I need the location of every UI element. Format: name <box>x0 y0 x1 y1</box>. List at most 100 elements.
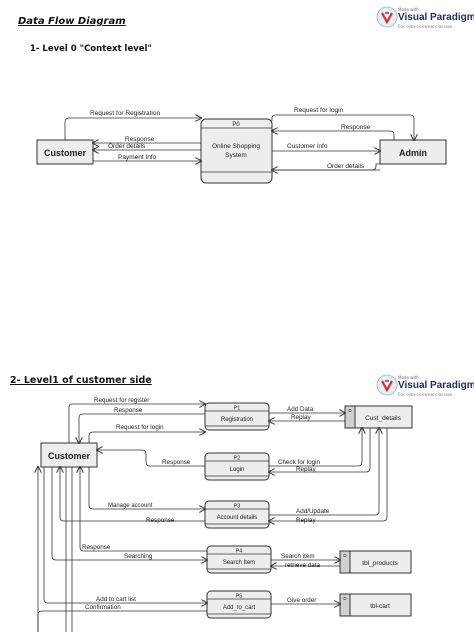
entity-customer-label: Customer <box>44 148 87 158</box>
flow-label: Response <box>146 517 175 524</box>
flow-request-login-l1: Request for login <box>88 424 205 443</box>
flow-response-customer: Response <box>93 136 201 143</box>
process-id: P5 <box>236 594 243 600</box>
visual-paradigm-logo-icon <box>376 6 398 28</box>
datastore-name: tbl-cart <box>370 603 390 610</box>
datastore-name: tbl_products <box>362 560 398 567</box>
flow-label: Replay <box>291 414 311 421</box>
watermark-license: For non-commercial use <box>398 25 453 30</box>
flow-label: Response <box>341 124 371 131</box>
flow-label: Response <box>125 136 155 143</box>
flow-label: Response <box>82 544 111 551</box>
process-name: Registration <box>221 417 253 423</box>
watermark-brand: Visual Paradigm <box>398 12 474 23</box>
flow-replay-p3: Replay <box>269 428 388 524</box>
flow-add-to-cart-list: Add to cart list <box>43 467 207 603</box>
flow-give-order: Give order <box>271 597 340 604</box>
flow-label: Confirmation <box>85 604 121 611</box>
process-p2[interactable]: P2 Login <box>204 452 270 481</box>
entity-admin[interactable]: Admin <box>379 139 447 165</box>
level1-diagram: Customer P1 Registration P2 Login <box>38 397 413 632</box>
flow-label: Order details <box>108 143 146 150</box>
flow-confirmation: Confirmation <box>38 467 207 632</box>
flow-label: Searching <box>124 553 153 560</box>
flow-label: Customer info <box>287 143 328 150</box>
level0-diagram: Customer Admin P0 Online Shopping System… <box>36 107 447 184</box>
process-p0[interactable]: P0 Online Shopping System <box>200 118 273 184</box>
flow-response-p1: Response <box>79 407 205 443</box>
watermark-made-with: Made with <box>398 375 419 380</box>
flow-response-p2: Response <box>97 450 205 467</box>
datastore-tbl-cart[interactable]: D tbl-cart <box>339 593 412 617</box>
process-name: Add_to_cart <box>223 605 256 611</box>
process-id: P3 <box>234 504 241 510</box>
flow-payment-info: Payment Info <box>93 154 201 161</box>
flow-response-p4: Response <box>80 467 207 552</box>
process-id: P4 <box>236 549 243 555</box>
flow-label: Add to cart list <box>96 596 136 603</box>
datastore-id: D <box>348 408 352 413</box>
flow-label: Replay <box>296 466 316 473</box>
watermark-badge-top: Made with Visual Paradigm For non-commer… <box>376 6 474 36</box>
flow-label: Request for login <box>294 107 344 114</box>
process-p0-name-line1: Online Shopping <box>212 143 260 150</box>
document-title: Data Flow Diagram <box>18 16 126 27</box>
visual-paradigm-logo-icon <box>376 374 398 396</box>
watermark-brand: Visual Paradigm <box>398 380 474 391</box>
datastore-cust-details[interactable]: D Cust_details <box>344 405 413 429</box>
flow-searching: Searching <box>51 467 207 560</box>
flow-order-details-customer: Order details <box>93 143 201 150</box>
process-name: Login <box>230 467 245 473</box>
entity-customer-l1-label: Customer <box>48 451 91 461</box>
datastore-name: Cust_details <box>365 415 402 422</box>
flow-customer-info: Customer info <box>272 143 380 151</box>
flow-order-details-admin: Order details <box>272 163 380 170</box>
flow-add-data: Add Data <box>269 406 345 413</box>
flow-request-login: Request for login <box>271 107 414 140</box>
flow-label: Give order <box>287 597 316 604</box>
flow-search-item: Search item <box>271 553 340 560</box>
flow-label: retrieve data <box>285 562 320 569</box>
watermark-license: For non-commercial use <box>398 393 453 398</box>
section-title-level1: 2- Level1 of customer side <box>10 375 152 386</box>
datastore-tbl-products[interactable]: D tbl_products <box>339 550 412 574</box>
flow-extra-lines <box>65 467 73 632</box>
flow-label: Request for register <box>94 397 149 404</box>
process-p4[interactable]: P4 Search Item <box>206 545 272 574</box>
flow-label: Response <box>114 407 143 414</box>
process-id: P2 <box>234 456 241 462</box>
flow-retrieve-data: retrieve data <box>271 562 340 569</box>
flow-replay-p2: Replay <box>269 428 371 473</box>
entity-customer-l1[interactable]: Customer <box>40 442 98 468</box>
flow-label: Replay <box>296 517 316 524</box>
watermark-badge-bottom: Made with Visual Paradigm For non-commer… <box>376 374 474 404</box>
flow-label: Order details <box>327 163 365 170</box>
flow-label: Response <box>162 459 191 466</box>
flow-check-login: Check for login <box>269 428 362 467</box>
watermark-made-with: Made with <box>398 7 419 12</box>
process-p3[interactable]: P3 Account details <box>204 500 270 529</box>
process-p5[interactable]: P5 Add_to_cart <box>206 590 272 619</box>
process-id: P1 <box>234 406 241 412</box>
flow-replay-p1: Replay <box>269 414 345 421</box>
process-p0-id: P0 <box>232 122 240 128</box>
entity-customer[interactable]: Customer <box>36 139 94 165</box>
flow-request-register: Request for register <box>68 397 205 443</box>
flow-manage-account: Manage account <box>88 467 205 509</box>
flow-response-admin: Response <box>272 124 395 140</box>
flow-label: Add/Update <box>296 508 330 515</box>
process-p0-name-line2: System <box>225 152 247 159</box>
flow-label: Manage account <box>108 503 153 509</box>
flow-label: Payment Info <box>118 154 157 161</box>
process-name: Account details <box>217 515 258 521</box>
flow-label: Request for Registration <box>90 110 160 117</box>
process-p1[interactable]: P1 Registration <box>204 402 270 431</box>
flow-add-update: Add/Update <box>269 428 379 516</box>
flow-label: Add Data <box>287 406 314 413</box>
process-name: Search Item <box>223 560 255 566</box>
flow-request-registration: Request for Registration <box>64 110 201 140</box>
flow-label: Check for login <box>278 459 320 466</box>
entity-admin-label: Admin <box>399 148 427 158</box>
datastore-id: D <box>343 553 347 558</box>
